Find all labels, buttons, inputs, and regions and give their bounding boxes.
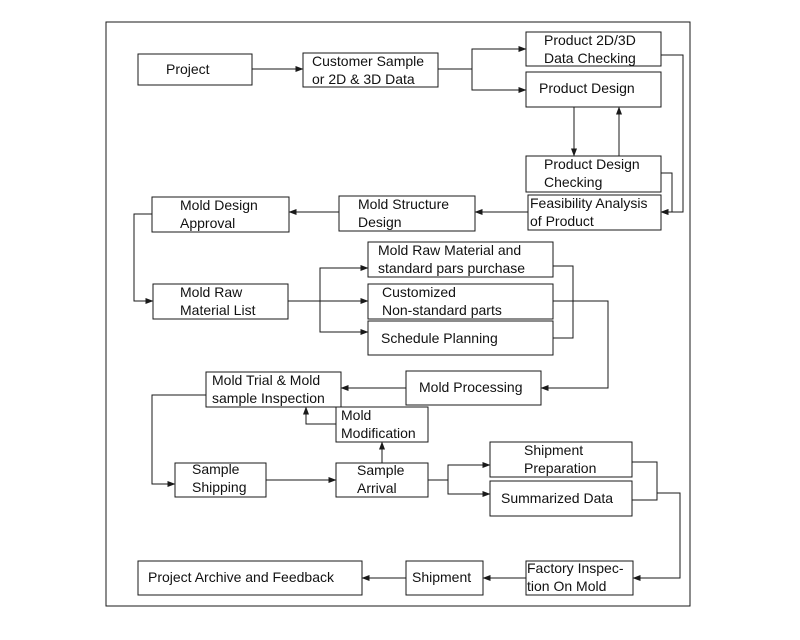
edge-customer-sample-to-data-checking — [438, 46, 527, 70]
node-box — [489, 480, 633, 517]
node-label-line: sample Inspection — [212, 390, 325, 406]
node-label-line: Product Design — [544, 156, 640, 172]
node-label-line: Summarized Data — [501, 490, 613, 506]
node-label-line: Shipment — [412, 569, 471, 585]
edge-raw-purchase-merge — [553, 265, 574, 339]
node-label-line: Design — [358, 214, 402, 230]
node-label-line: Sample — [192, 461, 240, 477]
connectors — [133, 46, 684, 581]
node-box — [405, 370, 542, 406]
node-label-line: Schedule Planning — [381, 330, 498, 346]
node-label-line: Modification — [341, 425, 416, 441]
edge-mold-approval-to-raw-material-list — [133, 213, 154, 304]
node-label-line: Product Design — [539, 80, 635, 96]
edge-mold-trial-to-sample-shipping — [151, 394, 206, 487]
node-box — [367, 241, 554, 278]
node-box — [527, 194, 662, 231]
node-schedule: Schedule Planning — [367, 320, 554, 356]
node-label-line: Mold Raw Material and — [378, 242, 521, 258]
edge-mold-modification-to-mold-trial — [303, 406, 336, 425]
node-label-line: or 2D & 3D Data — [312, 71, 415, 87]
node-label-line: Mold Trial & Mold — [212, 372, 320, 388]
node-label-line: Factory Inspec- — [527, 560, 624, 576]
node-label-line: Mold Design — [180, 197, 258, 213]
node-box — [137, 560, 363, 596]
edge-customized-parts-to-mold-processing — [540, 300, 609, 391]
node-label-line: Sample — [357, 462, 405, 478]
node-label-line: Mold Raw — [180, 284, 243, 300]
node-label-line: Customized — [382, 284, 456, 300]
edge-customer-sample-to-product-design — [471, 69, 527, 93]
node-label-line: Material List — [180, 302, 256, 318]
node-mold-processing: Mold Processing — [405, 370, 542, 406]
node-label-line: Project — [166, 61, 210, 77]
node-label-line: Customer Sample — [312, 53, 424, 69]
node-box — [367, 283, 554, 320]
node-label-line: tion On Mold — [527, 578, 606, 594]
node-box — [205, 371, 342, 408]
node-box — [525, 155, 662, 193]
node-label-line: Mold Structure — [358, 196, 449, 212]
outer-frame — [105, 21, 691, 607]
node-box — [525, 31, 662, 67]
node-box — [367, 320, 554, 356]
edge-sample-arrival-to-shipment-prep — [428, 462, 491, 481]
edge-raw-list-to-raw-purchase — [288, 265, 369, 302]
node-label-line: Approval — [180, 215, 235, 231]
node-label-line: Product 2D/3D — [544, 32, 636, 48]
node-customer-sample: Customer Sample or 2D & 3D Data — [302, 52, 439, 88]
node-label-line: of Product — [530, 213, 594, 229]
node-project: Project — [137, 53, 253, 86]
node-box — [137, 53, 253, 86]
node-label-line: Mold — [341, 407, 371, 423]
edge-shipment-prep-merge — [632, 461, 658, 501]
node-factory-inspection: Factory Inspec-tion On Mold — [525, 560, 634, 596]
node-box — [338, 195, 476, 232]
node-data-checking: Product 2D/3D Data Checking — [525, 31, 662, 67]
node-box — [335, 462, 429, 498]
node-mold-trial: Mold Trial & Mold sample Inspection — [205, 371, 342, 408]
node-summarized-data: Summarized Data — [489, 480, 633, 517]
node-label-line: Data Checking — [544, 50, 636, 66]
node-box — [525, 560, 634, 596]
edge-design-checking-to-feasibility — [660, 172, 673, 215]
node-box — [151, 196, 290, 233]
node-label-line: Shipping — [192, 479, 247, 495]
node-box — [174, 462, 267, 498]
node-box — [489, 441, 633, 478]
node-archive: Project Archive and Feedback — [137, 560, 363, 596]
node-label-line: Shipment — [524, 442, 583, 458]
node-label-line: Mold Processing — [419, 379, 523, 395]
node-shipment: Shipment — [405, 560, 484, 596]
node-label-line: Feasibility Analysis — [530, 195, 648, 211]
edge-sample-arrival-to-summarized-data — [447, 480, 491, 497]
node-label-line: Preparation — [524, 460, 596, 476]
edge-raw-list-to-schedule — [319, 301, 369, 335]
edge-to-factory-inspection — [632, 492, 681, 581]
node-box — [335, 406, 429, 443]
node-label-line: standard pars purchase — [378, 260, 525, 276]
node-product-design: Product Design — [525, 71, 662, 108]
node-label-line: Project Archive and Feedback — [148, 569, 335, 585]
node-raw-purchase: Mold Raw Material and standard pars purch… — [367, 241, 554, 278]
node-box — [525, 71, 662, 108]
node-label-line: Non-standard parts — [382, 302, 502, 318]
node-feasibility: Feasibility Analysis of Product — [527, 194, 662, 231]
node-label-line: Arrival — [357, 480, 397, 496]
node-label-line: Checking — [544, 174, 602, 190]
node-box — [405, 560, 484, 596]
node-box — [152, 283, 289, 320]
node-box — [302, 52, 439, 88]
